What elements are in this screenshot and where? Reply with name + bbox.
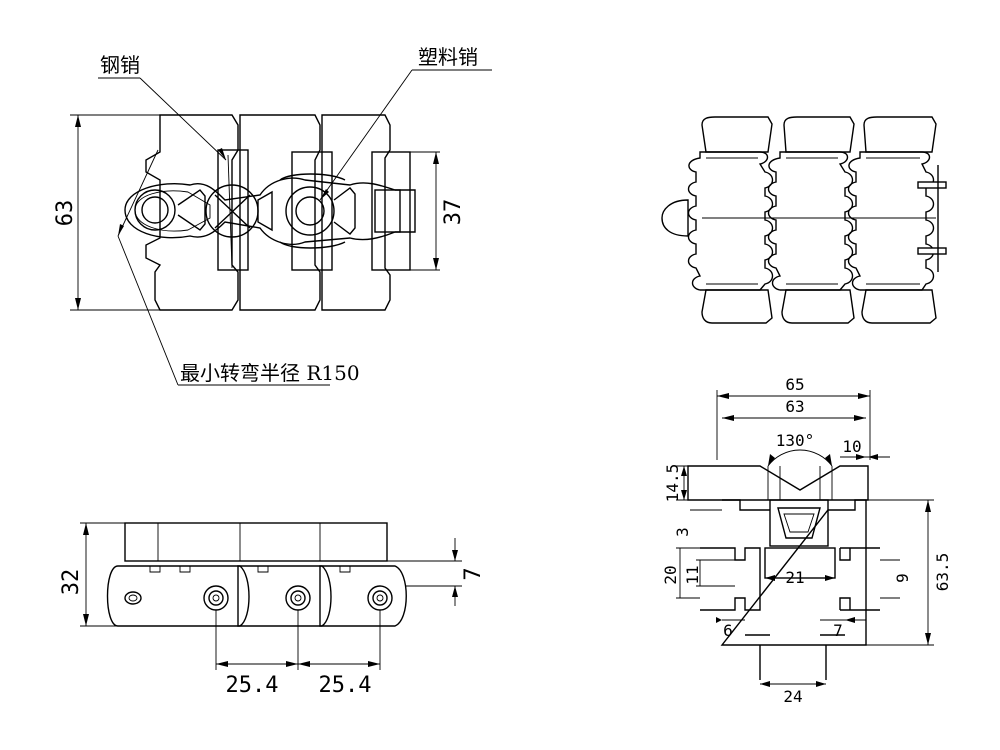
dim-pitch-2: 25.4 — [319, 673, 372, 698]
link-right — [847, 151, 935, 291]
plate-left — [145, 114, 239, 311]
section-top-plate — [687, 465, 869, 501]
link-plate-1 — [217, 149, 249, 271]
dim-right-9: 9 — [893, 573, 912, 583]
dim-left-20: 20 — [661, 565, 680, 584]
dim-gap-10: 10 — [842, 437, 861, 456]
side-link-1 — [106, 565, 250, 627]
dim-top-14-5: 14.5 — [663, 464, 682, 503]
pin-hole-left — [134, 189, 176, 231]
dim-bottom-7: 7 — [833, 621, 843, 640]
side-pin-1 — [203, 585, 229, 611]
dim-link-37: 37 — [441, 199, 466, 226]
dim-height-63-5: 63.5 — [933, 553, 952, 592]
dim-bottom-6: 6 — [723, 621, 733, 640]
plate-middle — [239, 114, 321, 311]
link-left — [687, 151, 774, 291]
section-view: 65 63 130° 10 14.5 3 63.5 — [661, 375, 952, 706]
dim-center-21: 21 — [785, 568, 804, 587]
label-steel-pin: 钢销 — [100, 53, 140, 77]
link-middle — [767, 151, 854, 291]
plastic-pin-hole — [285, 186, 335, 236]
chain-body — [124, 177, 416, 246]
side-link-3 — [319, 565, 407, 627]
section-center-body — [769, 499, 829, 547]
side-pin-2 — [285, 585, 311, 611]
pin-cap — [661, 199, 689, 237]
side-top-plate — [124, 522, 388, 562]
dim-overall-65: 65 — [785, 375, 804, 394]
belt-plan-view — [661, 116, 947, 324]
dim-step-3: 3 — [673, 527, 692, 537]
dim-height-32: 32 — [59, 569, 84, 596]
side-view: 32 7 25.4 25.4 — [59, 522, 486, 698]
dim-bottom-24: 24 — [783, 687, 802, 706]
dim-pitch-1: 25.4 — [226, 673, 279, 698]
link-plate-2 — [291, 151, 333, 271]
dim-top-63: 63 — [785, 397, 804, 416]
side-pin-3 — [367, 585, 393, 611]
dim-left-11: 11 — [683, 565, 702, 584]
dim-width-63: 63 — [53, 200, 78, 227]
dim-angle-130: 130° — [776, 431, 815, 450]
link-plate-3 — [371, 151, 411, 271]
side-link-2 — [237, 565, 332, 627]
label-min-radius: 最小转弯半径 R150 — [180, 361, 360, 385]
top-view: 63 37 钢销 塑料销 最小转弯半径 R150 — [53, 45, 492, 386]
label-plastic-pin: 塑料销 — [418, 45, 478, 69]
dim-pin-7: 7 — [461, 567, 486, 580]
